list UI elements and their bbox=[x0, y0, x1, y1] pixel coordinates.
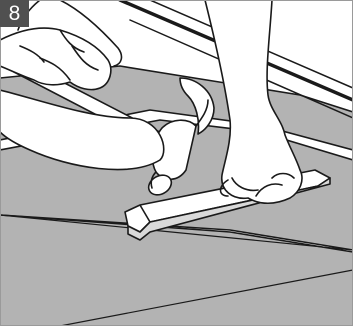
step-number-badge: 8 bbox=[0, 0, 29, 27]
